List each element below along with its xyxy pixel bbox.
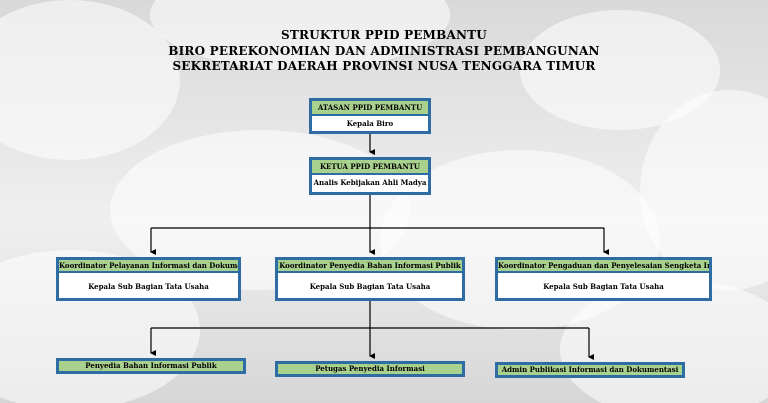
title-line-2: BIRO PEREKONOMIAN DAN ADMINISTRASI PEMBA… xyxy=(168,44,600,58)
bg-blob xyxy=(0,0,180,160)
staff-box-1: Penyedia Bahan Informasi Publik xyxy=(56,358,246,374)
koordinator-box-3: Koordinator Pengaduan dan Penyelesaian S… xyxy=(495,257,712,301)
koordinator-1-body: Kepala Sub Bagian Tata Usaha xyxy=(88,282,209,291)
koordinator-box-2: Koordinator Penyedia Bahan Informasi Pub… xyxy=(275,257,465,301)
atasan-body: Kepala Biro xyxy=(346,119,394,128)
ketua-body: Analis Kebijakan Ahli Madya xyxy=(313,178,427,187)
ketua-header: KETUA PPID PEMBANTU xyxy=(312,160,428,175)
title-line-1: STRUKTUR PPID PEMBANTU xyxy=(281,28,487,42)
title-line-3: SEKRETARIAT DAERAH PROVINSI NUSA TENGGAR… xyxy=(172,59,596,73)
atasan-header: ATASAN PPID PEMBANTU xyxy=(312,101,428,116)
ketua-ppid-box: KETUA PPID PEMBANTU Analis Kebijakan Ahl… xyxy=(309,157,431,195)
koordinator-3-header: Koordinator Pengaduan dan Penyelesaian S… xyxy=(498,260,709,273)
koordinator-1-header: Koordinator Pelayanan Informasi dan Doku… xyxy=(59,260,238,273)
koordinator-2-body: Kepala Sub Bagian Tata Usaha xyxy=(309,282,431,291)
koordinator-3-body: Kepala Sub Bagian Tata Usaha xyxy=(543,282,664,291)
staff-box-3: Admin Publikasi Informasi dan Dokumentas… xyxy=(495,362,685,378)
staff-box-2: Petugas Penyedia Informasi xyxy=(275,361,465,377)
koordinator-box-1: Koordinator Pelayanan Informasi dan Doku… xyxy=(56,257,241,301)
atasan-ppid-box: ATASAN PPID PEMBANTU Kepala Biro xyxy=(309,98,431,134)
koordinator-2-header: Koordinator Penyedia Bahan Informasi Pub… xyxy=(278,260,462,273)
